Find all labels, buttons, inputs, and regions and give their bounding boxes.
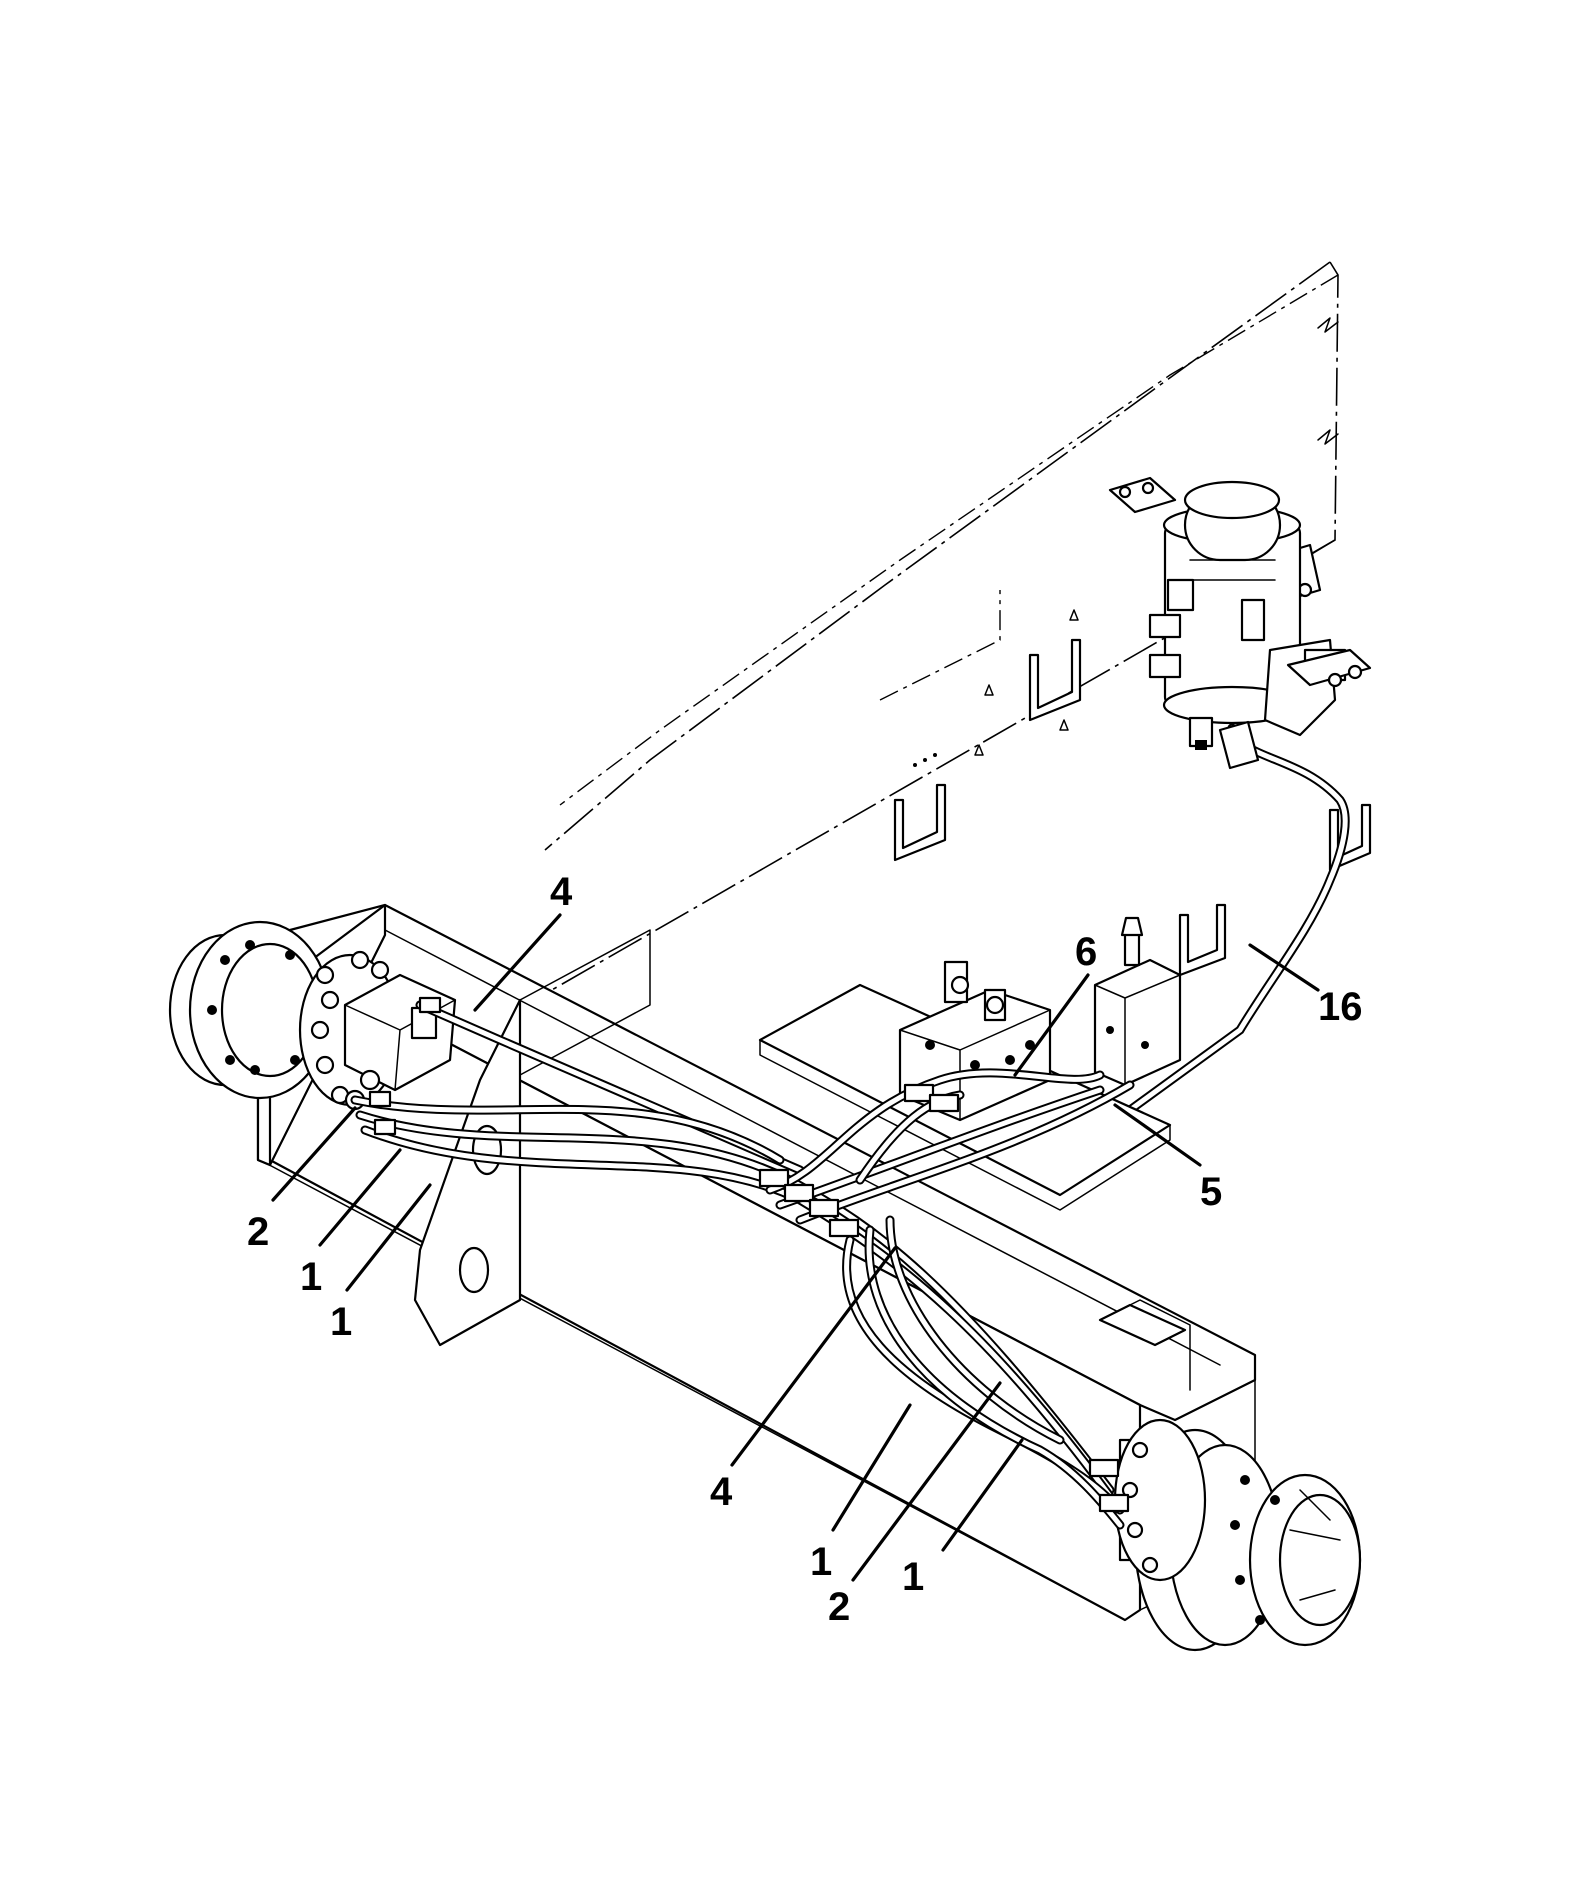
callout-label: 2 [828, 1585, 850, 1629]
steering-unit [1108, 476, 1372, 750]
callout-leaders [271, 913, 1320, 1582]
left-wheel-hub [168, 920, 332, 1100]
frame-brackets [893, 609, 1372, 977]
control-valve-block-small [1093, 916, 1182, 1087]
callout-label: 16 [1318, 985, 1363, 1029]
control-valve-block-main [898, 960, 1052, 1122]
callout-label: 2 [247, 1210, 269, 1254]
callout-label: 1 [810, 1540, 832, 1584]
right-drive-motor [1113, 1418, 1207, 1582]
callout-label: 1 [902, 1555, 924, 1599]
callout-label: 5 [1200, 1170, 1222, 1214]
hose-16 [1125, 720, 1350, 1115]
callout-label: 1 [330, 1300, 352, 1344]
callout-label: 4 [710, 1470, 733, 1514]
callout-label: 1 [300, 1255, 322, 1299]
callout-label: 4 [550, 870, 573, 914]
frame-rail-phantom [429, 261, 1339, 1061]
callout-label: 6 [1075, 930, 1097, 974]
callout-labels: 4 6 16 5 2 1 1 4 1 2 1 [247, 870, 1363, 1629]
left-drive-motor [298, 950, 457, 1111]
